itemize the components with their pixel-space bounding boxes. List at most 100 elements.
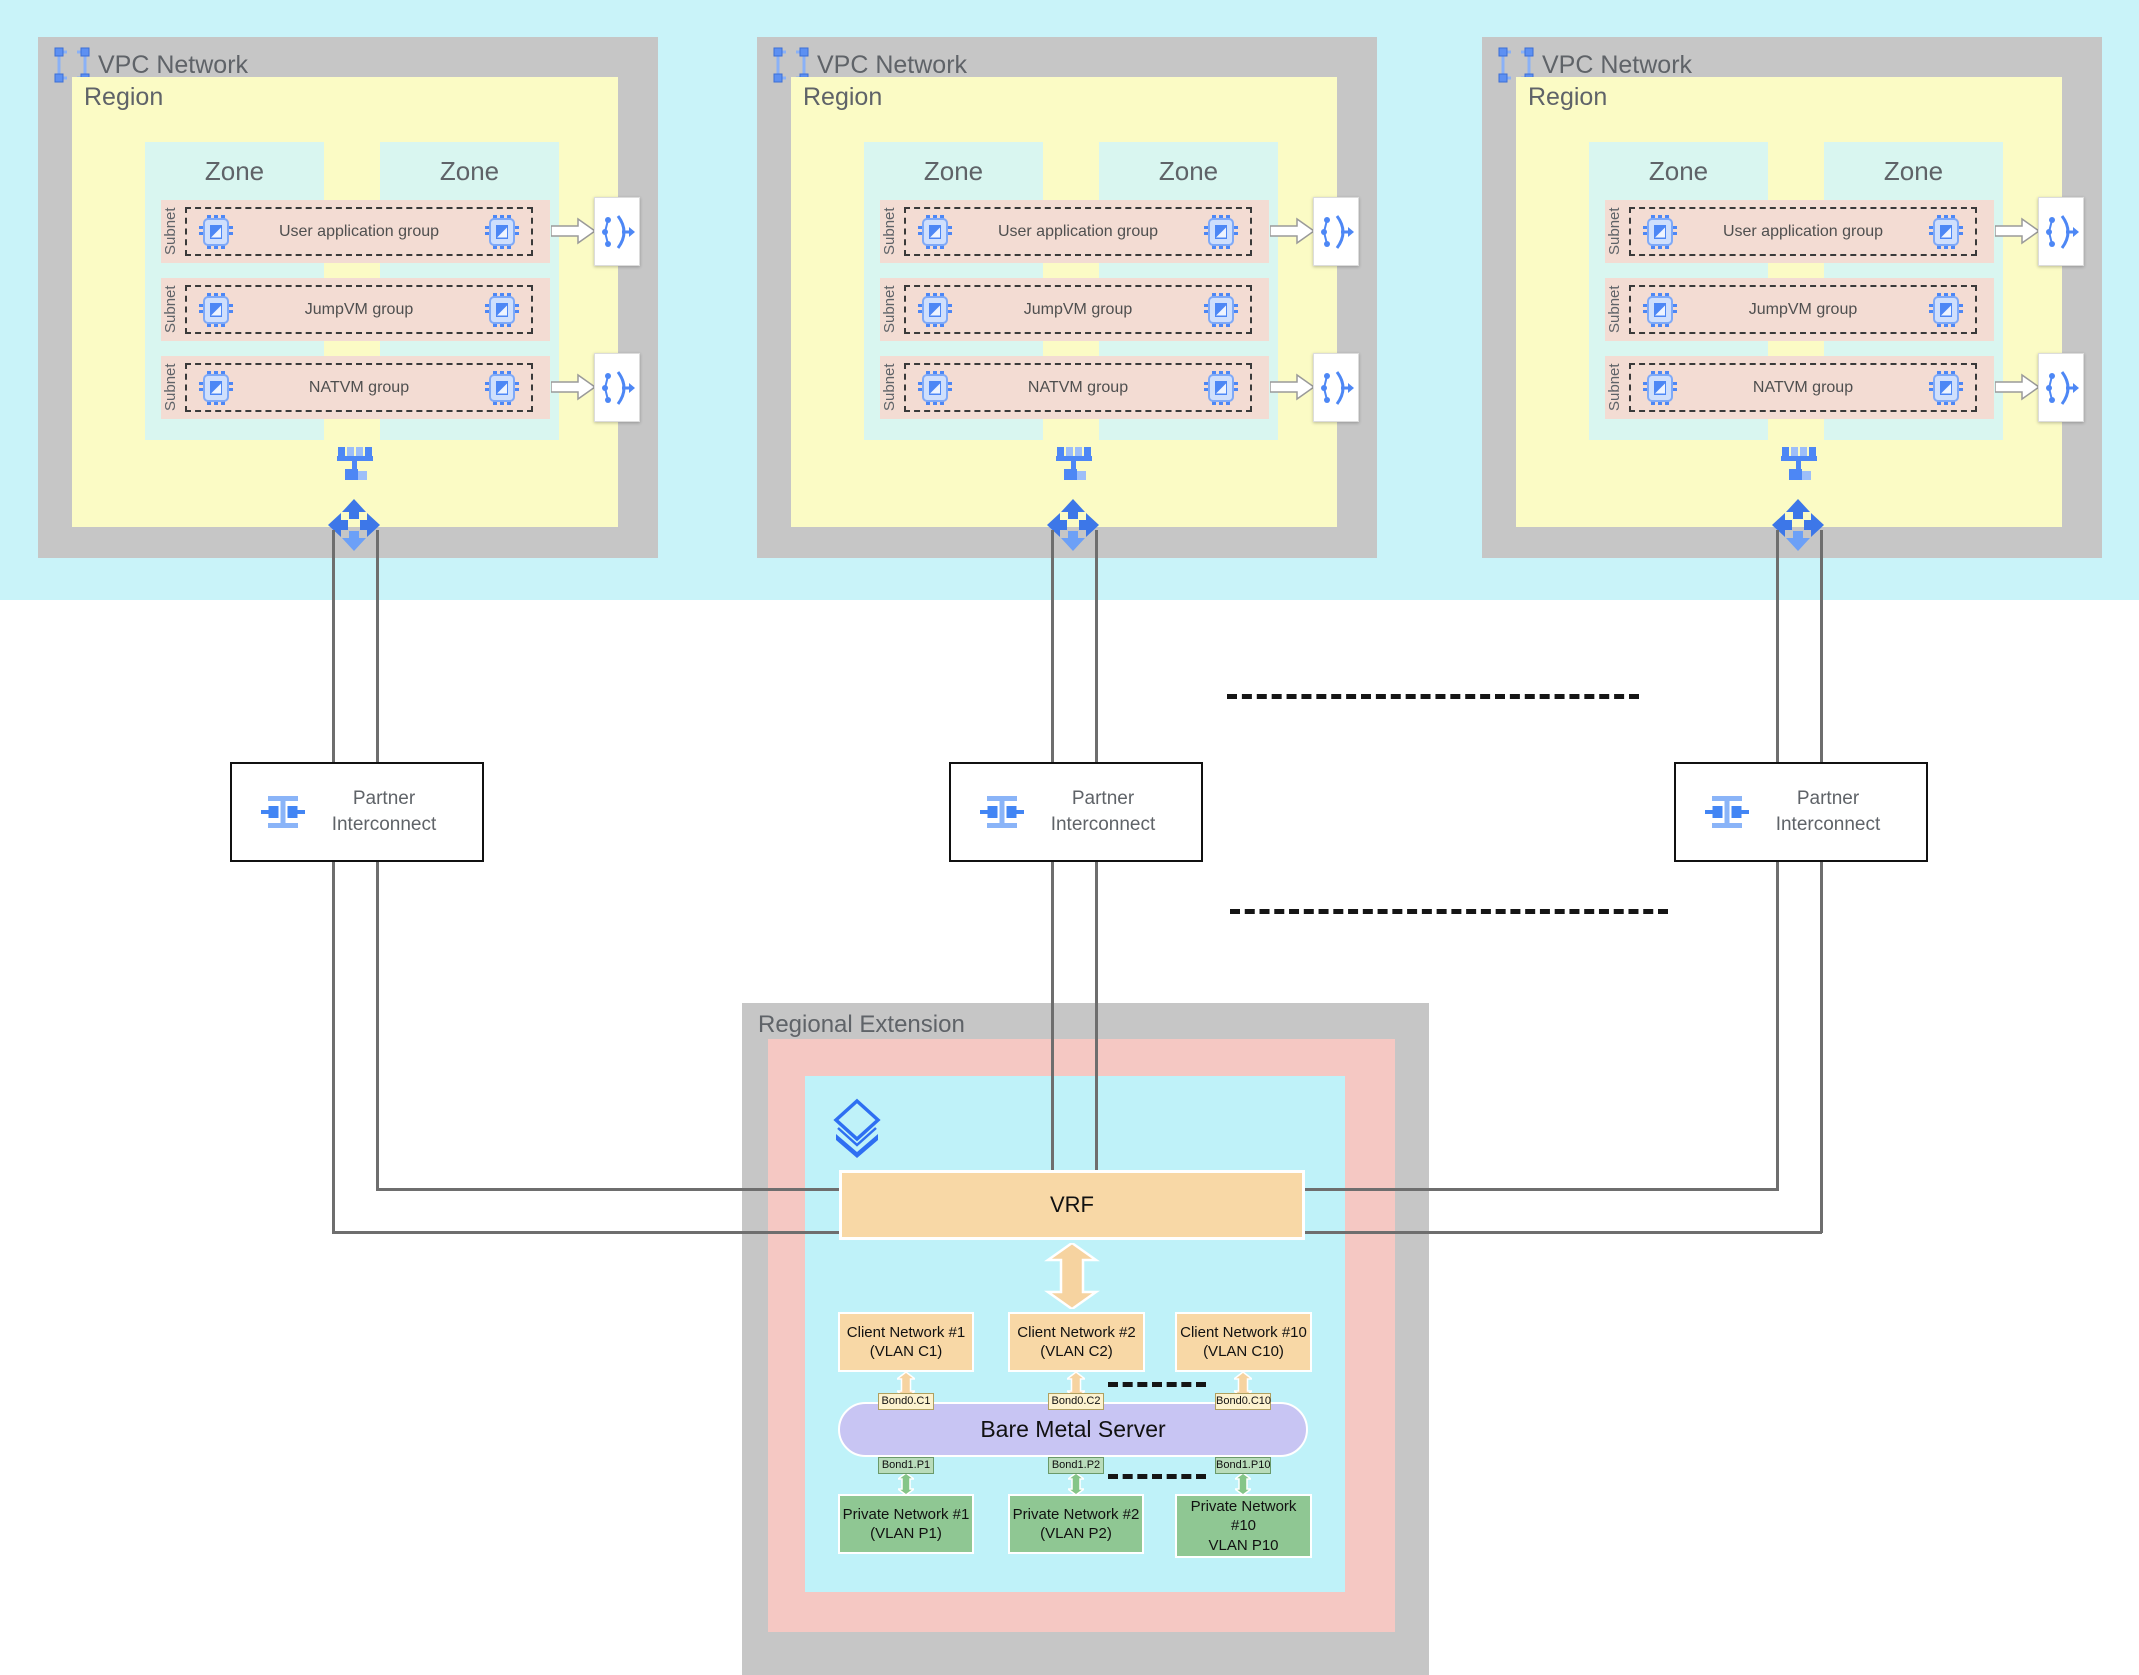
- bare-metal-server: Bare Metal Server: [838, 1402, 1308, 1457]
- bond-label: Bond1.P10: [1215, 1457, 1271, 1474]
- region-label: Region: [1528, 83, 1608, 111]
- private-network-name: Private Network #1: [842, 1505, 970, 1523]
- vrf-box: VRF: [839, 1170, 1305, 1240]
- vm-instance-icon: [485, 293, 519, 327]
- cloud-router-icon: [1047, 499, 1099, 551]
- load-balancer-icon: [1056, 447, 1092, 480]
- cloud-nat-box: [1313, 197, 1359, 266]
- partner-interconnect-icon: [261, 796, 305, 828]
- zone-label: Zone: [1158, 156, 1219, 186]
- connector-line: [1775, 530, 1779, 762]
- partner-interconnect-box: Partner Interconnect: [949, 762, 1203, 862]
- partner-interconnect-icon: [1705, 796, 1749, 828]
- client-network-vlan: (VLAN C1): [869, 1343, 943, 1360]
- egress-arrow-icon: [1270, 373, 1316, 401]
- subnet-label: Subnet: [881, 285, 898, 334]
- instance-group-label: JumpVM group: [304, 301, 414, 318]
- instance-group-box: JumpVM group: [904, 285, 1252, 334]
- cloud-nat-icon: [1321, 370, 1354, 405]
- subnet-row: Subnet JumpVM group: [1605, 278, 1994, 341]
- private-network-number: #10: [1230, 1517, 1257, 1535]
- omitted-bonds-dots: [1108, 1474, 1206, 1479]
- subnet-row: Subnet JumpVM group: [880, 278, 1269, 341]
- subnet-label: Subnet: [162, 207, 179, 256]
- vm-instance-icon: [1204, 215, 1238, 249]
- instance-group-label: NATVM group: [1027, 379, 1129, 396]
- instance-group-box: User application group: [1629, 207, 1977, 256]
- omitted-regions-dots: [1227, 694, 1639, 699]
- vm-instance-icon: [199, 293, 233, 327]
- vpc-network-title: VPC Network: [98, 51, 249, 79]
- bond-double-arrow-icon: [1068, 1473, 1084, 1495]
- connector-line: [1305, 1231, 1822, 1234]
- vpc-network-title: VPC Network: [817, 51, 968, 79]
- cloud-nat-box: [2038, 197, 2084, 266]
- vm-instance-icon: [1204, 293, 1238, 327]
- layers-icon: [833, 1098, 881, 1158]
- client-network-box: Client Network #2 (VLAN C2): [1008, 1312, 1145, 1372]
- zone-label: Zone: [923, 156, 984, 186]
- vm-instance-icon: [918, 293, 952, 327]
- instance-group-label: NATVM group: [308, 379, 410, 396]
- connector-line: [1094, 530, 1098, 762]
- cloud-nat-box: [594, 353, 640, 422]
- cloud-nat-box: [1313, 353, 1359, 422]
- partner-interconnect-icon: [980, 796, 1024, 828]
- instance-group-box: JumpVM group: [1629, 285, 1977, 334]
- bond-double-arrow-icon: [1067, 1372, 1085, 1398]
- instance-group-label: User application group: [278, 223, 440, 240]
- vpc-network-box: VPC Network Region Zone Zone Subnet User…: [38, 37, 658, 558]
- instance-group-label: JumpVM group: [1748, 301, 1858, 318]
- load-balancer-icon: [1781, 447, 1817, 480]
- bond-label: Bond1.P1: [878, 1457, 934, 1474]
- private-network-name: Private Network: [1190, 1497, 1297, 1515]
- vm-instance-icon: [1929, 215, 1963, 249]
- partner-interconnect-label: Partner Interconnect: [1750, 786, 1926, 837]
- region-label: Region: [803, 83, 883, 111]
- egress-arrow-icon: [551, 217, 597, 245]
- bond-double-arrow-icon: [1235, 1473, 1251, 1495]
- private-network-box: Private Network #2 (VLAN P2): [1008, 1494, 1144, 1554]
- partner-interconnect-box: Partner Interconnect: [1674, 762, 1928, 862]
- subnet-row: Subnet User application group: [1605, 200, 1994, 263]
- connector-line: [1819, 858, 1823, 1233]
- private-network-box: Private Network #1 (VLAN P1): [838, 1494, 974, 1554]
- pi-label-line1: Partner: [1071, 788, 1135, 810]
- pi-label-line2: Interconnect: [1050, 814, 1156, 835]
- connector-line: [375, 1188, 840, 1191]
- omitted-bonds-dots: [1108, 1382, 1206, 1387]
- bond-double-arrow-icon: [897, 1372, 915, 1398]
- client-network-name: Client Network #10: [1180, 1323, 1307, 1341]
- client-network-vlan: (VLAN C10): [1203, 1343, 1284, 1360]
- bond-label: Bond0.C2: [1048, 1393, 1104, 1410]
- subnet-label: Subnet: [881, 207, 898, 256]
- private-network-vlan: (VLAN P2): [1040, 1525, 1112, 1542]
- cloud-nat-box: [2038, 353, 2084, 422]
- vm-instance-icon: [1643, 293, 1677, 327]
- vm-instance-icon: [1204, 371, 1238, 405]
- zone-label: Zone: [204, 156, 265, 186]
- zone-label: Zone: [1883, 156, 1944, 186]
- cloud-nat-icon: [1321, 214, 1354, 249]
- cloud-nat-icon: [602, 214, 635, 249]
- subnet-label: Subnet: [1606, 285, 1623, 334]
- instance-group-box: User application group: [185, 207, 533, 256]
- partner-interconnect-label: Partner Interconnect: [1025, 786, 1201, 837]
- client-network-name: Client Network #2: [1017, 1323, 1136, 1341]
- client-network-box: Client Network #1 (VLAN C1): [838, 1312, 974, 1372]
- vm-instance-icon: [199, 371, 233, 405]
- partner-interconnect-label: Partner Interconnect: [306, 786, 482, 837]
- region-label: Region: [84, 83, 164, 111]
- vpc-network-box: VPC Network Region Zone Zone Subnet User…: [1482, 37, 2102, 558]
- bond-label: Bond0.C10: [1215, 1393, 1271, 1410]
- connector-line: [1305, 1188, 1778, 1191]
- connector-line: [1050, 530, 1054, 762]
- cloud-nat-icon: [602, 370, 635, 405]
- bond-double-arrow-icon: [1234, 1372, 1252, 1398]
- vm-instance-icon: [918, 215, 952, 249]
- client-network-vlan: (VLAN C2): [1040, 1343, 1113, 1360]
- bond-label: Bond1.P2: [1048, 1457, 1104, 1474]
- vm-instance-icon: [199, 215, 233, 249]
- instance-group-box: NATVM group: [1629, 363, 1977, 412]
